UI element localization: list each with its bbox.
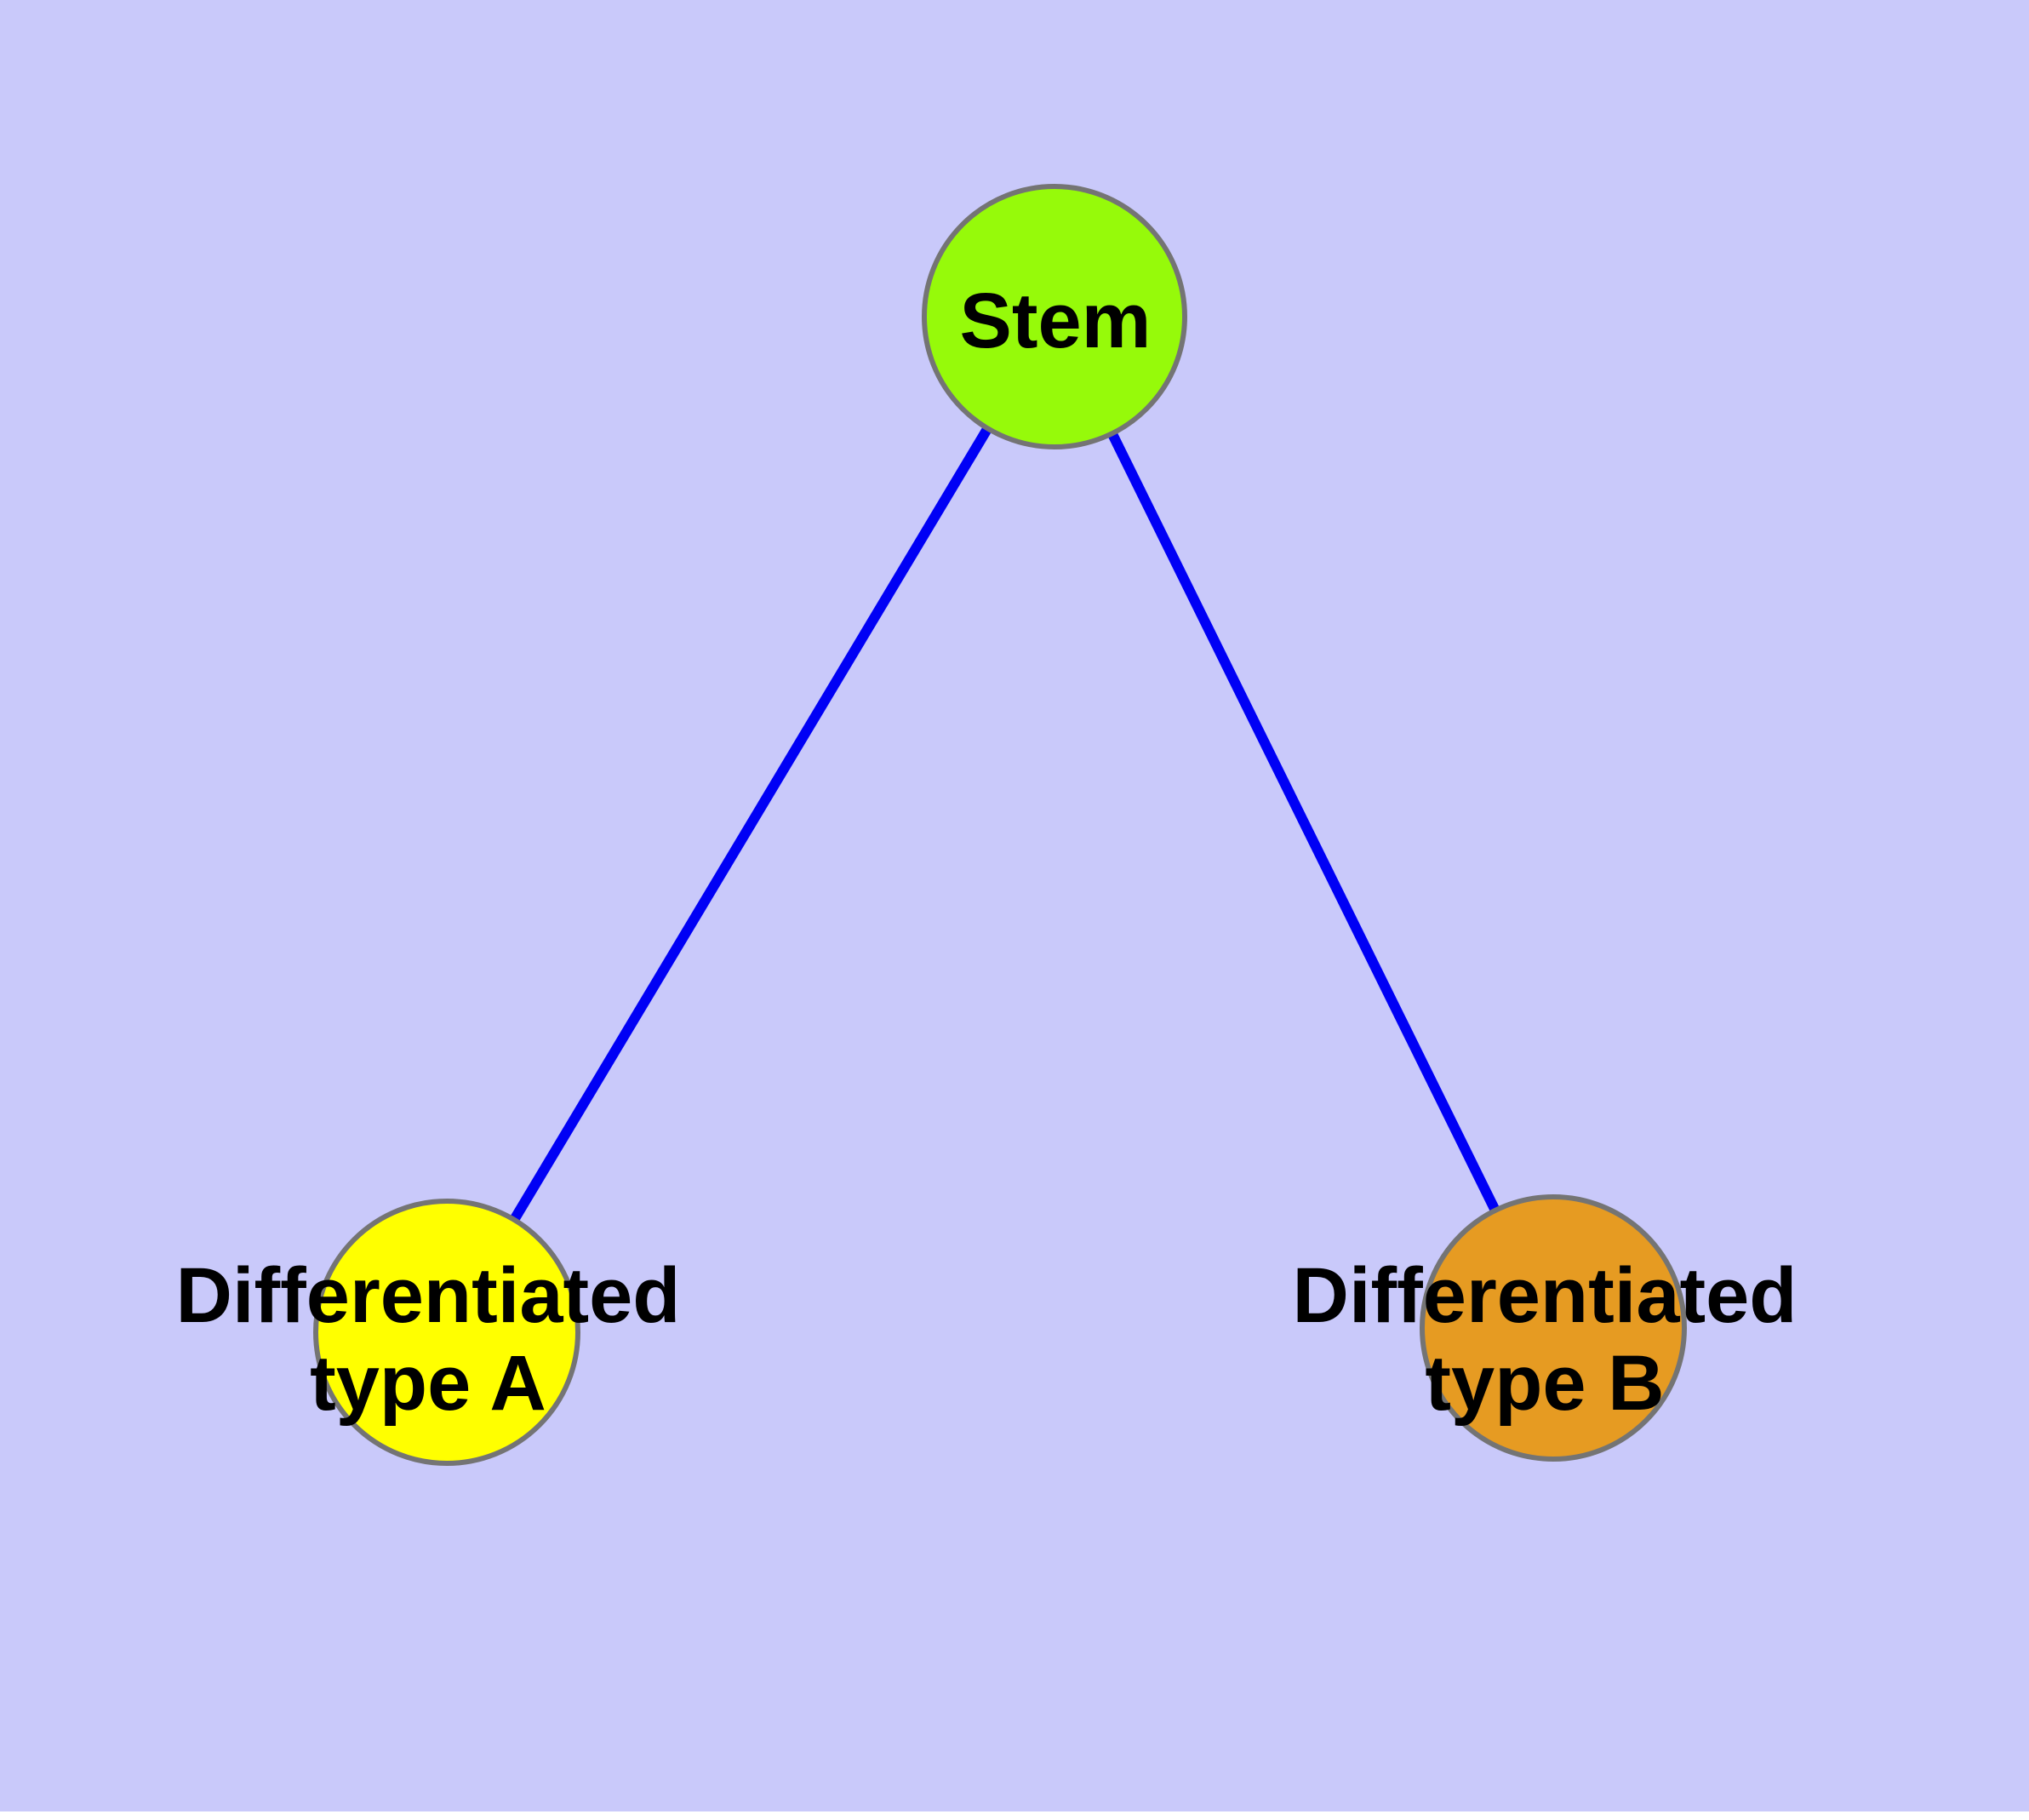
edges-layer — [442, 313, 1558, 1336]
node-type-a-circle — [313, 1199, 580, 1466]
node-stem-label: Stem — [960, 278, 1152, 364]
edge-stem-to-type-b — [1049, 314, 1558, 1331]
edge-stem-to-type-a — [442, 313, 1060, 1336]
node-type-b-circle — [1420, 1194, 1687, 1462]
node-stem-circle — [922, 184, 1187, 449]
